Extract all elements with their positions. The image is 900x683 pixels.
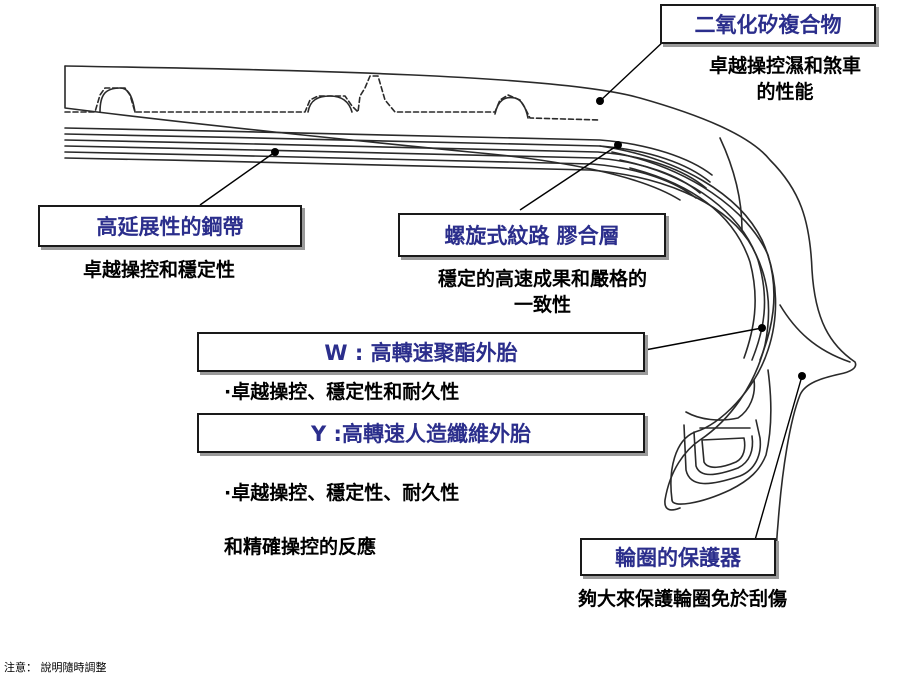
steel-belt-layer-3 bbox=[64, 139, 707, 189]
tire-outer-profile bbox=[64, 65, 857, 569]
desc-spiral-line2: 一致性 bbox=[513, 294, 571, 316]
desc-y-tire: ·卓越操控、穩定性、耐久性 和精確操控的反應 bbox=[224, 466, 459, 574]
marker-dot-silica bbox=[596, 97, 604, 105]
bead-loop-outer bbox=[671, 369, 772, 505]
desc-rim: 夠大來保護輪圈免於刮傷 bbox=[578, 588, 788, 610]
desc-silica-line1: 卓越操控濕和煞車 bbox=[708, 55, 861, 77]
desc-y-tire-line1: ·卓越操控、穩定性、耐久性 bbox=[224, 482, 460, 504]
label-title-y-tire: Y :高轉速人造纖維外胎 bbox=[311, 422, 531, 446]
marker-dot-belt bbox=[271, 148, 279, 156]
label-box-belt: 高延展性的鋼帶 bbox=[38, 205, 302, 247]
desc-w-tire: ·卓越操控、穩定性和耐久性 bbox=[224, 381, 460, 403]
label-box-rim: 輪圈的保護器 bbox=[580, 538, 776, 576]
leader-line-spiral bbox=[519, 144, 619, 211]
label-box-y-tire: Y :高轉速人造纖維外胎 bbox=[197, 413, 645, 453]
label-title-rim: 輪圈的保護器 bbox=[615, 546, 741, 570]
label-title-w-tire: W : 高轉速聚酯外胎 bbox=[324, 341, 518, 365]
casing-ply-5 bbox=[629, 167, 756, 359]
tread-base-line bbox=[64, 65, 681, 201]
casing-ply-3 bbox=[611, 151, 775, 361]
label-title-silica: 二氧化矽複合物 bbox=[694, 13, 842, 37]
desc-spiral: 穩定的高速成果和嚴格的 一致性 bbox=[395, 266, 690, 318]
shoulder-contour bbox=[719, 137, 743, 231]
bead-loop-3 bbox=[693, 431, 754, 476]
marker-dot-rim bbox=[798, 372, 806, 380]
desc-belt: 卓越操控和穩定性 bbox=[83, 259, 236, 281]
leader-line-belt bbox=[199, 151, 276, 206]
desc-y-tire-line2: 和精確操控的反應 bbox=[224, 536, 377, 558]
footnote: 注意： 說明隨時調整 bbox=[4, 661, 107, 674]
tread-groove-profile bbox=[64, 75, 601, 121]
desc-silica: 卓越操控濕和煞車 的性能 bbox=[680, 53, 890, 105]
casing-ply-4 bbox=[619, 159, 766, 361]
tread-groove-outline bbox=[494, 96, 529, 119]
desc-spiral-line1: 穩定的高速成果和嚴格的 bbox=[437, 268, 647, 290]
label-box-w-tire: W : 高轉速聚酯外胎 bbox=[197, 332, 645, 372]
label-title-belt: 高延展性的鋼帶 bbox=[96, 215, 244, 239]
bead-core bbox=[701, 437, 746, 469]
label-box-spiral: 螺旋式紋路 膠合層 bbox=[398, 213, 666, 257]
label-box-silica: 二氧化矽複合物 bbox=[660, 4, 876, 44]
tread-groove-outline bbox=[99, 87, 136, 113]
steel-belt-layer-1 bbox=[64, 127, 713, 176]
leader-line-rim bbox=[754, 375, 803, 541]
leader-line-silica bbox=[599, 39, 666, 102]
leader-line-w-tire bbox=[644, 327, 763, 351]
label-title-spiral: 螺旋式紋路 膠合層 bbox=[444, 224, 620, 248]
bead-loop-1 bbox=[685, 379, 756, 421]
desc-silica-line2: 的性能 bbox=[756, 81, 814, 103]
rim-protector-edge bbox=[779, 304, 851, 363]
spiral-ply-layer bbox=[64, 151, 697, 199]
bead-loop-2 bbox=[683, 419, 762, 485]
marker-dot-w-tire bbox=[758, 324, 766, 332]
tread-groove-outline bbox=[307, 95, 353, 113]
steel-belt-layer-2 bbox=[64, 133, 711, 183]
marker-dot-spiral bbox=[614, 141, 622, 149]
